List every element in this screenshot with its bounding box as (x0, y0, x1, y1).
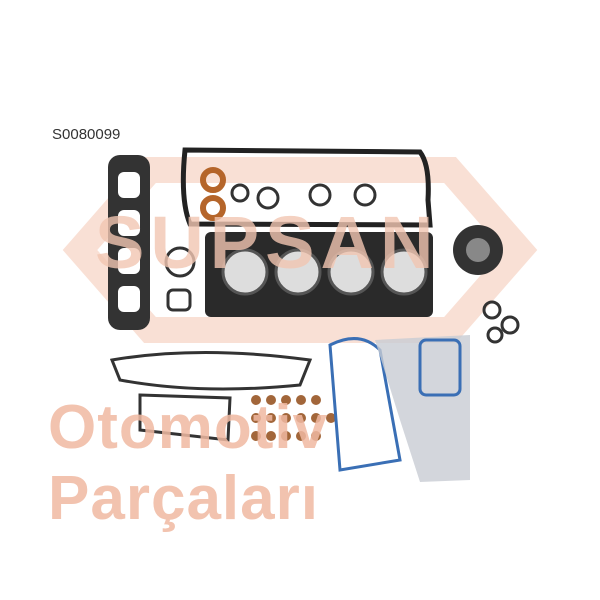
watermark-brand: SUPSAN (95, 201, 440, 284)
valve-cover-gasket (180, 147, 433, 228)
timing-cover-gasket (328, 337, 402, 472)
valve-stem-seals (251, 395, 336, 441)
watermark-tagline: Otomotiv Parçaları (48, 393, 329, 533)
intake-gasket (109, 351, 313, 391)
manifold-gasket (108, 155, 150, 330)
part-number: S0080099 (52, 126, 121, 143)
oil-cooler-plate (375, 335, 470, 482)
